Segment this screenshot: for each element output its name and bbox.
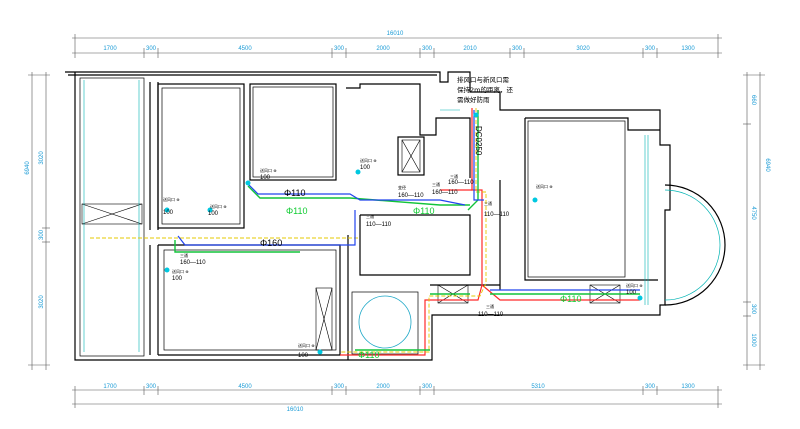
reducer-value: 110—110 (478, 312, 504, 318)
dim-right-seg: 1000 (750, 333, 756, 347)
outlet-value: 100 (626, 290, 637, 296)
reducer-value: 160—110 (432, 190, 458, 196)
dim-top-seg: 300 (422, 46, 433, 52)
dim-top-seg: 300 (146, 46, 157, 52)
outlet-label: 送风口 ⊕ (210, 203, 227, 209)
outlet-value: 100 (172, 276, 183, 282)
fitting-labels: 三通 160—110 变径 160—110 三通 160—110 三通 160—… (180, 173, 510, 318)
window-lines (83, 80, 649, 352)
dim-bottom-seg: 300 (422, 384, 433, 390)
walls (65, 71, 671, 361)
ventilation-note: 排风口与新风口需 保持2m的距离，还 需做好防雨 (457, 75, 513, 104)
dim-top-seg: 2000 (376, 46, 390, 52)
dim-bottom-seg: 1700 (103, 384, 117, 390)
reducer-value: 160—110 (398, 193, 424, 199)
tee-label: 三通 (366, 213, 374, 219)
dim-bottom-seg: 5310 (531, 384, 545, 390)
dim-right-seg: 4750 (750, 206, 756, 220)
dimension-lines (31, 37, 761, 405)
dim-top-seg: 300 (334, 46, 345, 52)
dim-bottom-segments: 1700 300 4500 300 2000 300 5310 300 1300 (103, 384, 695, 390)
note-line: 排风口与新风口需 (457, 75, 510, 84)
pipe-size-160: Φ160 (260, 238, 282, 248)
outlet-value: 100 (260, 175, 271, 181)
dim-left-total: 6940 (25, 161, 31, 175)
balcony-arc-inner (664, 189, 721, 301)
outlet-labels: 送风口 ⊕ 100 送风口 ⊕ 100 送风口 ⊕ 100 送风口 ⊕ 100 … (163, 157, 643, 359)
inner-wall-thin (79, 77, 626, 357)
outlet-value: 100 (163, 210, 174, 216)
tee-label: 三通 (450, 173, 458, 179)
outlet-label: 送风口 ⊕ (626, 282, 643, 288)
outlet-icon (637, 295, 643, 301)
outlet-label: 送风口 ⊕ (360, 157, 377, 163)
tee-label: 三通 (484, 200, 492, 206)
reducer-label: 变径 (398, 184, 406, 190)
dim-bottom-seg: 2000 (376, 384, 390, 390)
pipe-size-110-green: Φ110 (413, 206, 435, 216)
note-line: 保持2m的距离，还 (457, 85, 513, 94)
dim-top-segments: 1700 300 4500 300 2000 300 2010 300 3020… (103, 46, 695, 52)
outlet-value: 100 (208, 211, 219, 217)
dim-bottom-seg: 300 (645, 384, 656, 390)
duct-blue-line (177, 110, 640, 291)
reducer-value: 160—110 (180, 260, 206, 266)
outlet-icon (532, 197, 538, 203)
tee-label: 三通 (432, 181, 440, 187)
round-table (358, 295, 412, 349)
dim-top-seg: 300 (512, 46, 523, 52)
note-line: 需做好防雨 (457, 95, 490, 104)
reducer-value: 160—110 (448, 180, 474, 186)
dim-top-seg: 4500 (238, 46, 252, 52)
dim-top-seg: 2010 (463, 46, 477, 52)
reducer-value: 110—110 (366, 222, 392, 228)
reducer-value: 110—110 (484, 212, 510, 218)
dim-bottom-seg: 300 (334, 384, 345, 390)
dim-top-seg: 1700 (103, 46, 117, 52)
outlet-icon (207, 207, 213, 213)
outlet-label: 送风口 ⊕ (172, 268, 189, 274)
pipe-size-110: Φ110 (284, 188, 306, 198)
balcony-arc (664, 184, 726, 306)
dim-bottom-seg: 300 (146, 384, 157, 390)
outlet-label: 送风口 ⊕ (536, 183, 553, 189)
outlet-icon (245, 180, 251, 186)
outlet-markers (164, 112, 643, 355)
dim-right-segments: 660 4750 300 1000 (750, 95, 756, 347)
outlet-label: 送风口 ⊕ (298, 342, 315, 348)
outlet-icon (355, 169, 361, 175)
dimension-ticks (28, 34, 765, 408)
outlet-icon (317, 349, 323, 355)
outlet-icon (164, 207, 170, 213)
duct-green-line (174, 110, 640, 351)
dim-right-seg: 660 (750, 95, 756, 106)
dim-bottom-seg: 1300 (681, 384, 695, 390)
dim-top-total: 16010 (387, 31, 404, 37)
tee-label: 三通 (180, 252, 188, 258)
pipe-size-110-green: Φ110 (286, 206, 308, 216)
dim-top-seg: 300 (645, 46, 656, 52)
dim-bottom-seg: 4500 (238, 384, 252, 390)
pipe-size-110-green: Φ110 (560, 294, 582, 304)
outlet-label: 送风口 ⊕ (260, 167, 277, 173)
outlet-icon (164, 267, 170, 273)
dim-left-seg: 3020 (39, 151, 45, 165)
outlet-value: 100 (360, 165, 371, 171)
pipe-size-110-green: Φ110 (358, 350, 380, 360)
dim-top-seg: 3020 (576, 46, 590, 52)
dim-left-segments: 3020 300 3020 (39, 151, 45, 309)
dim-top-seg: 1300 (681, 46, 695, 52)
duct-code-label: DC0250 (474, 126, 483, 156)
outlet-icon (473, 112, 479, 118)
tee-label: 三通 (486, 303, 494, 309)
outlet-value: 100 (298, 353, 309, 359)
dim-right-seg: 300 (750, 304, 756, 315)
dim-left-seg: 300 (39, 229, 45, 240)
dim-right-total: 6940 (764, 158, 770, 172)
dim-bottom-total: 16010 (287, 407, 304, 413)
outlet-label: 送风口 ⊕ (163, 196, 180, 202)
dim-left-seg: 3020 (39, 295, 45, 309)
